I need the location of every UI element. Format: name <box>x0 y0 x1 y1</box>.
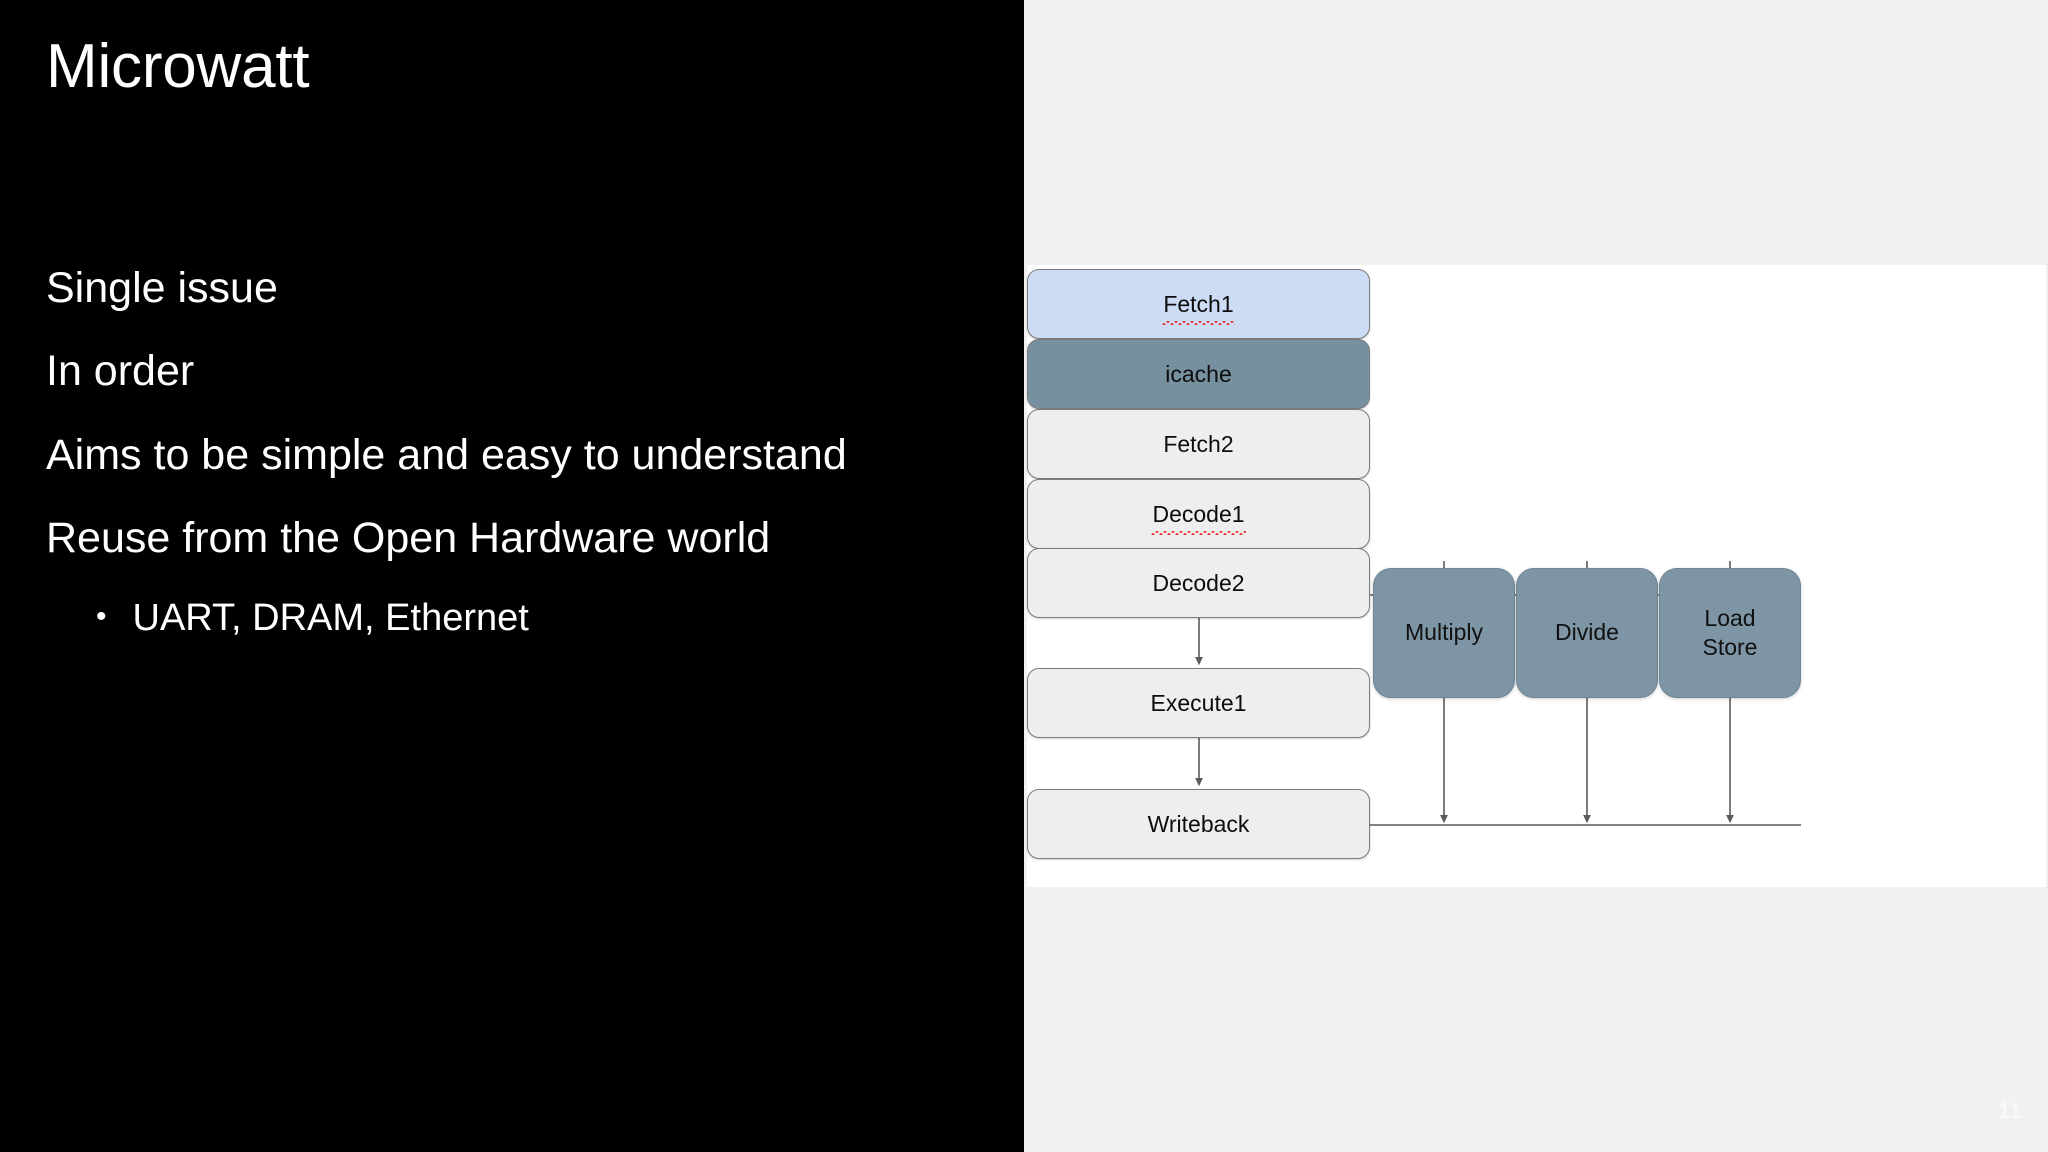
bullet-item-aims-simple: Aims to be simple and easy to understand <box>46 430 847 479</box>
execution-unit-divide: Divide <box>1516 568 1658 698</box>
execution-unit-load-store-line2: Store <box>1702 634 1758 660</box>
pipeline-stage-decode2-label: Decode2 <box>1152 569 1245 596</box>
pipeline-stage-fetch2-label: Fetch2 <box>1163 430 1234 457</box>
page-number: 11 <box>1998 1098 2022 1123</box>
pipeline-stage-writeback: Writeback <box>1027 789 1370 859</box>
pipeline-stage-execute1: Execute1 <box>1027 668 1370 738</box>
pipeline-stage-execute1-label: Execute1 <box>1150 689 1247 716</box>
execution-unit-load-store: Load Store <box>1659 568 1801 698</box>
execution-unit-load-store-label: Load Store <box>1703 604 1758 663</box>
bullet-dot-icon: • <box>96 600 107 634</box>
execution-unit-multiply: Multiply <box>1373 568 1515 698</box>
execution-unit-multiply-label: Multiply <box>1405 619 1483 646</box>
bullet-list: Single issue In order Aims to be simple … <box>46 264 1006 640</box>
pipeline-stage-fetch2: Fetch2 <box>1027 409 1370 479</box>
execution-unit-divide-label: Divide <box>1555 619 1619 646</box>
bullet-item-peripherals: • UART, DRAM, Ethernet <box>96 597 1006 640</box>
execution-unit-load-store-line1: Load <box>1704 604 1756 631</box>
page-title: Microwatt <box>46 32 310 101</box>
bullet-item-single-issue: Single issue <box>46 264 278 312</box>
bullet-item-reuse-open-hardware: Reuse from the Open Hardware world <box>46 513 771 562</box>
bullet-item-in-order: In order <box>46 347 195 396</box>
bullet-item-peripherals-label: UART, DRAM, Ethernet <box>132 597 529 640</box>
slide-text-panel: Microwatt Single issue In order Aims to … <box>0 0 1024 1152</box>
diagram-panel: Fetch1 icache Fetch2 Decode1 Decode2 Exe… <box>1024 0 2048 1152</box>
pipeline-stage-decode1-label: Decode1 <box>1151 500 1246 535</box>
pipeline-diagram: Fetch1 icache Fetch2 Decode1 Decode2 Exe… <box>1027 265 2046 887</box>
pipeline-stage-decode1: Decode1 <box>1027 479 1370 549</box>
pipeline-stage-fetch1: Fetch1 <box>1027 269 1370 339</box>
pipeline-stage-icache-label: icache <box>1165 360 1232 387</box>
pipeline-stage-writeback-label: Writeback <box>1147 810 1250 837</box>
pipeline-stage-decode2: Decode2 <box>1027 548 1370 618</box>
pipeline-stage-fetch1-label: Fetch1 <box>1162 290 1235 325</box>
pipeline-stage-icache: icache <box>1027 339 1370 409</box>
